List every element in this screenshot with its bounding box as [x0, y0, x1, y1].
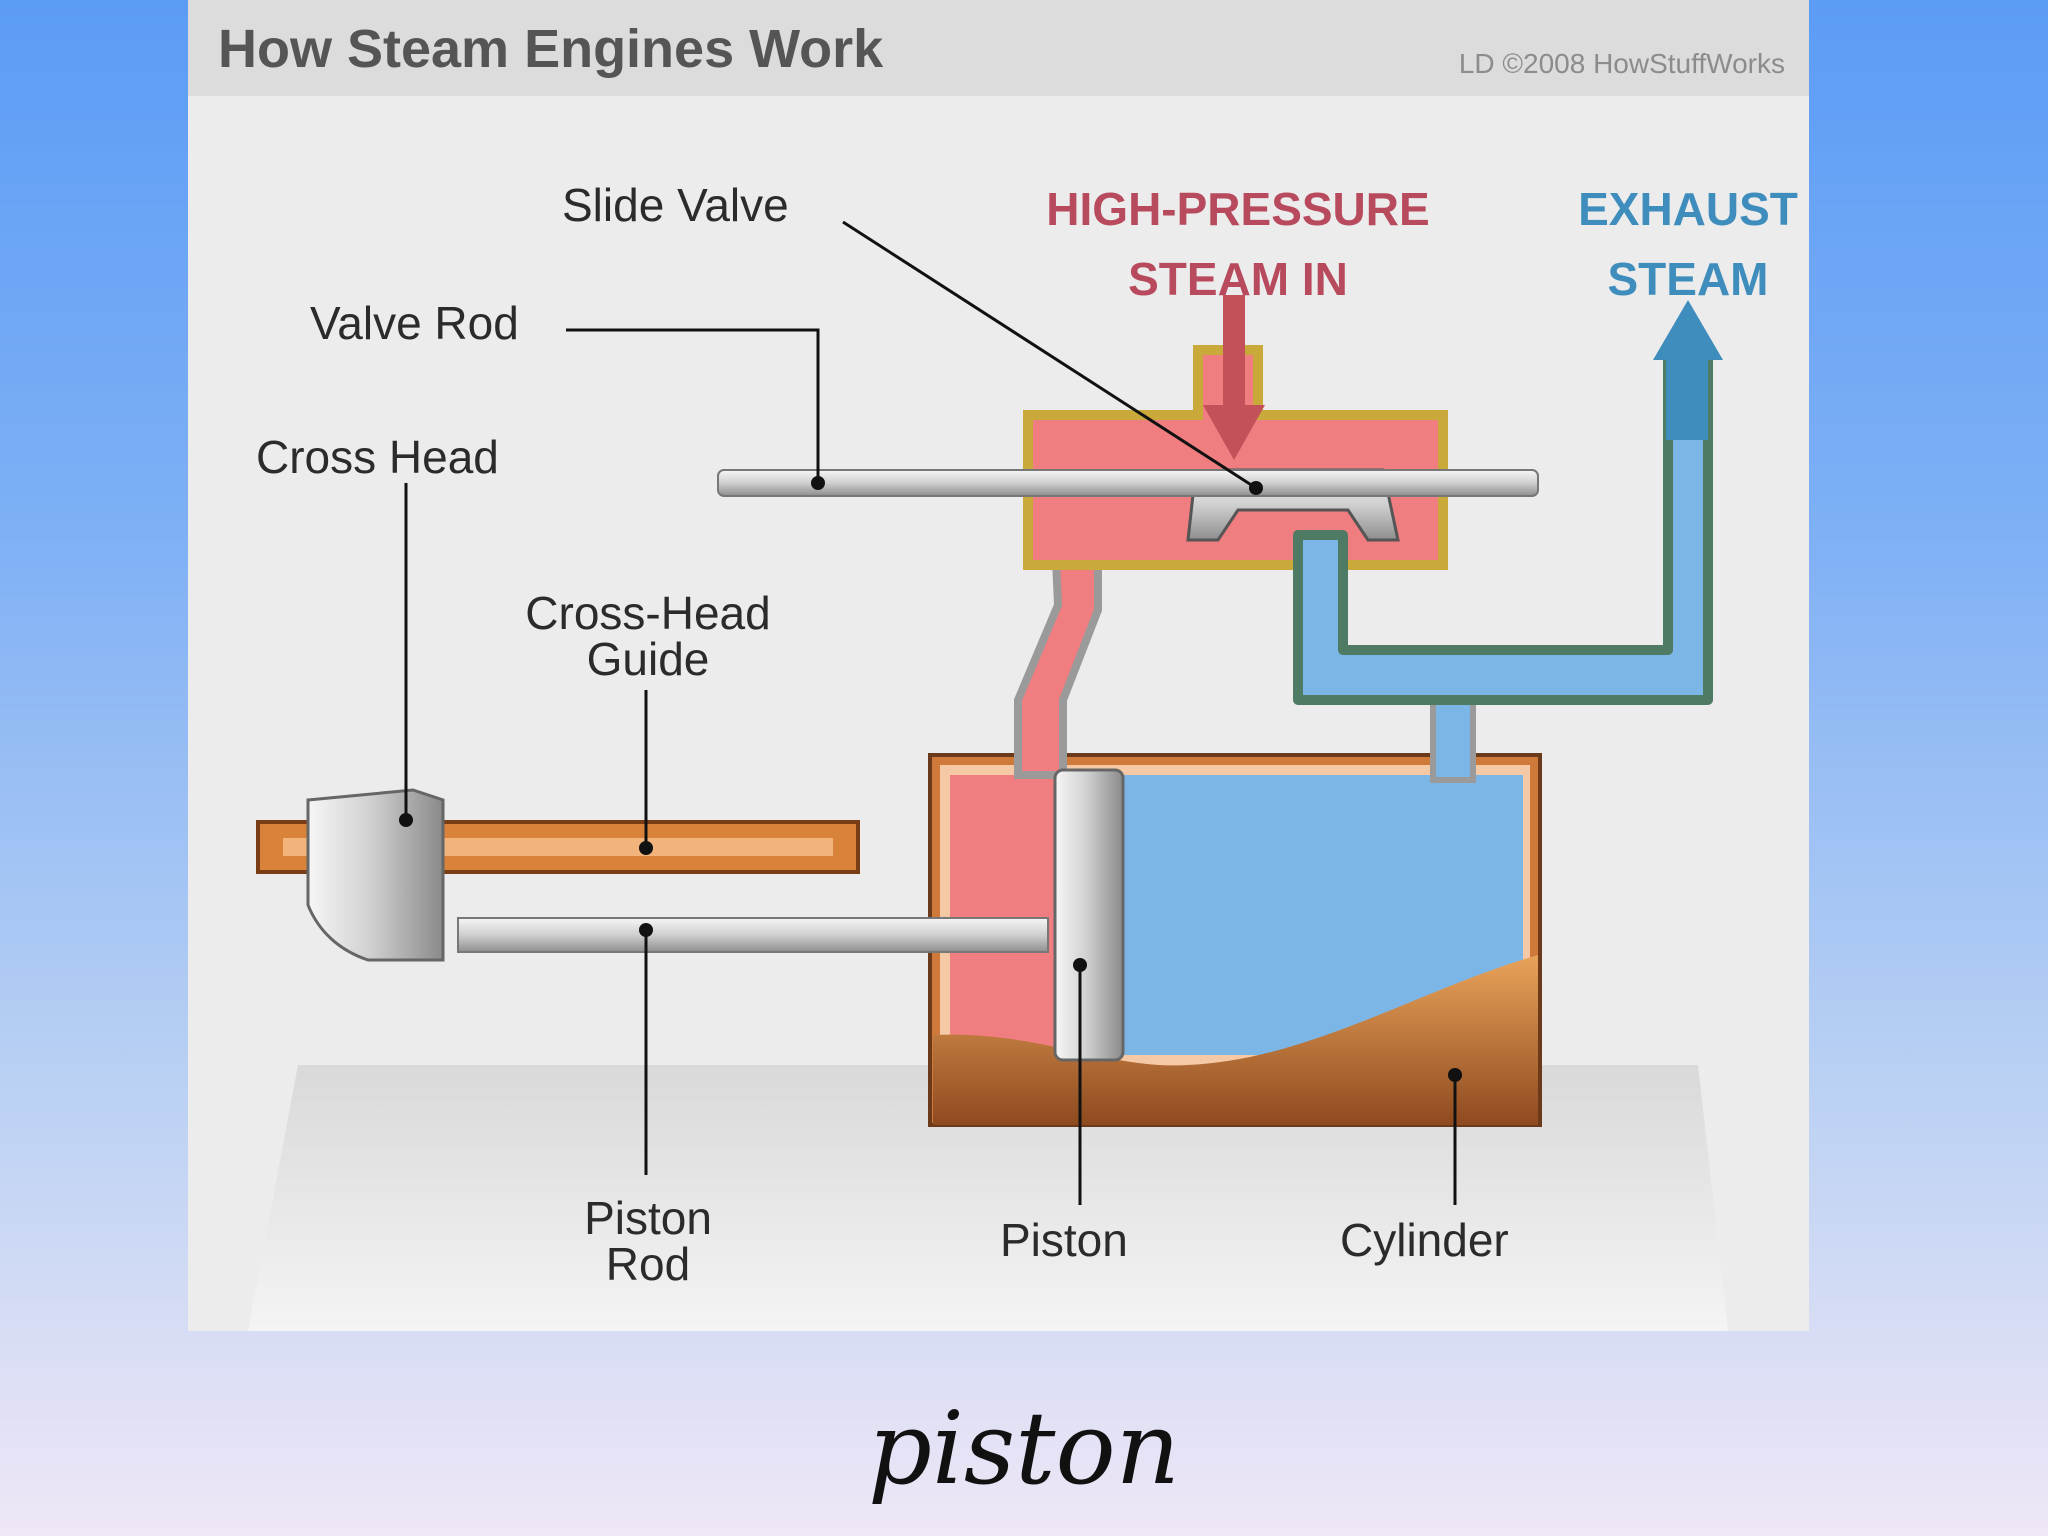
label-piston: Piston — [1000, 1214, 1128, 1266]
floor-shadow — [248, 1065, 1728, 1331]
label-cross-head: Cross Head — [256, 431, 499, 483]
diagram-title: How Steam Engines Work — [218, 19, 884, 79]
cross-head — [306, 788, 445, 962]
piston-rod — [457, 917, 1049, 953]
exhaust-arrow-head — [1653, 300, 1723, 360]
hot-steam-chamber — [950, 775, 1060, 1055]
label-high-pressure-steam-in: HIGH-PRESSURE STEAM IN — [1046, 183, 1430, 305]
piston — [1053, 768, 1125, 1062]
header-bar: How Steam Engines Work LD ©2008 HowStuff… — [188, 0, 1809, 96]
label-cross-head-guide: Cross-Head Guide — [525, 587, 771, 685]
label-exhaust-steam: EXHAUST STEAM — [1578, 183, 1798, 305]
label-cylinder: Cylinder — [1340, 1214, 1509, 1266]
cylinder-cutaway — [933, 955, 1538, 1125]
label-piston-rod: Piston Rod — [584, 1192, 712, 1290]
steam-in-arrow-shaft — [1223, 295, 1245, 405]
slide-caption: piston — [867, 1390, 1181, 1507]
steam-engine-illustration — [248, 220, 1728, 1331]
exhaust-stack — [1666, 360, 1708, 440]
leader-dots — [399, 476, 1462, 1082]
valve-rod — [717, 469, 1539, 497]
steam-in-arrow-head — [1203, 405, 1265, 460]
leader-lines — [404, 220, 1457, 1205]
copyright-credit: LD ©2008 HowStuffWorks — [1458, 48, 1785, 79]
diagram-card: How Steam Engines Work LD ©2008 HowStuff… — [188, 0, 1809, 1331]
label-valve-rod: Valve Rod — [310, 297, 519, 349]
label-slide-valve: Slide Valve — [562, 179, 789, 231]
inlet-passage — [1014, 556, 1102, 779]
